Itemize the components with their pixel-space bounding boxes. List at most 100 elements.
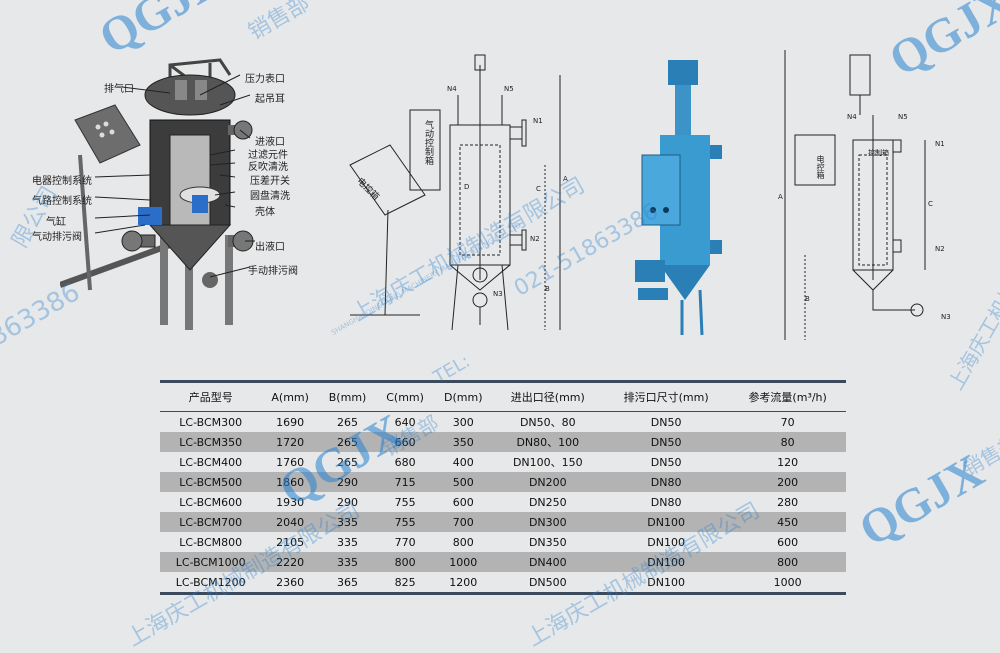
cell: DN50 — [650, 415, 682, 429]
cell: 335 — [318, 512, 377, 532]
cell: 800 — [376, 552, 434, 572]
cell: 800 — [452, 535, 474, 549]
dim-c-right: C — [928, 200, 933, 208]
cell: 2040 — [261, 512, 319, 532]
cell: LC-BCM300 — [179, 415, 243, 429]
cell: LC-BCM800 — [179, 535, 243, 549]
filter-cutaway-diagram — [60, 58, 255, 330]
cell: 400 — [452, 455, 474, 469]
cell: 335 — [337, 535, 359, 549]
cell: 755 — [394, 495, 416, 509]
header-a: A(mm) — [261, 380, 319, 412]
cell: DN50 — [650, 455, 682, 469]
cell: DN100 — [602, 512, 730, 532]
spec-table: 产品型号 A(mm) B(mm) C(mm) D(mm) 进出口径(mm) 排污… — [160, 380, 846, 595]
blue-3d-model — [635, 60, 722, 336]
dim-a-right: A — [778, 193, 783, 201]
port-n4: N4 — [447, 85, 457, 93]
cell: 600 — [452, 495, 474, 509]
cell: 450 — [729, 512, 846, 532]
label-shell: 壳体 — [255, 207, 275, 218]
header-c: C(mm) — [376, 380, 434, 412]
cell: DN350 — [528, 535, 567, 549]
cell: 700 — [433, 512, 493, 532]
cell: LC-BCM700 — [160, 512, 262, 532]
header-inlet-outlet: 进出口径(mm) — [492, 380, 603, 412]
header-model: 产品型号 — [160, 380, 262, 412]
port-n3-right: N3 — [941, 313, 951, 321]
cell: LC-BCM350 — [160, 432, 262, 452]
cell: DN100 — [602, 572, 730, 595]
cell: 715 — [376, 472, 434, 492]
label-disc-cleaning: 圆盘清洗 — [250, 191, 290, 202]
label-electrical-control: 电器控制系统 — [32, 176, 92, 187]
cell: 1760 — [276, 455, 305, 469]
label-pressure-switch: 压差开关 — [250, 176, 290, 187]
cell: 280 — [777, 495, 799, 509]
cell: 265 — [337, 455, 359, 469]
cell: 1000 — [433, 552, 493, 572]
port-n1: N1 — [533, 117, 543, 125]
cell: 2360 — [261, 572, 319, 595]
dim-d: D — [464, 183, 470, 191]
watermark-sales-top: 销售部 — [244, 0, 315, 46]
cell: 1720 — [261, 432, 319, 452]
electric-model-drawing — [784, 50, 926, 340]
cell: LC-BCM600 — [179, 495, 243, 509]
label-inlet: 进液口 — [255, 137, 285, 148]
header-d: D(mm) — [433, 380, 493, 412]
port-n5: N5 — [504, 85, 514, 93]
watermark-company-right: 上海庆工机械制造有限公司 — [943, 174, 1000, 394]
cell: 1000 — [729, 572, 846, 595]
port-n5-right: N5 — [898, 113, 908, 121]
header-drain: 排污口尺寸(mm) — [602, 380, 730, 412]
cell: 1930 — [276, 495, 305, 509]
cell: 350 — [433, 432, 493, 452]
cell: 500 — [433, 472, 493, 492]
cell: DN100、150 — [512, 456, 583, 469]
dim-b-right: B — [805, 295, 810, 303]
cell: DN80、100 — [492, 432, 603, 452]
label-outlet: 出液口 — [255, 242, 285, 253]
cell: 600 — [777, 535, 799, 549]
label-exhaust-port: 排气口 — [104, 84, 134, 95]
cell: 1690 — [276, 415, 305, 429]
pneumatic-model-drawing — [349, 54, 561, 331]
label-manual-drain: 手动排污阀 — [248, 266, 298, 277]
cell: DN250 — [528, 495, 567, 509]
cell: 1200 — [433, 572, 493, 595]
dim-c: C — [536, 185, 541, 193]
label-pneumatic-drain: 气动排污阀 — [32, 232, 82, 243]
cell: DN200 — [492, 472, 603, 492]
cell: 200 — [729, 472, 846, 492]
cell: LC-BCM400 — [179, 455, 243, 469]
header-flow: 参考流量(m³/h) — [729, 380, 846, 412]
cell: 365 — [318, 572, 377, 595]
cell: 680 — [394, 455, 416, 469]
label-lifting-lug: 起吊耳 — [255, 94, 285, 105]
cell: DN300 — [492, 512, 603, 532]
cell: 825 — [376, 572, 434, 595]
cell: 2105 — [276, 535, 305, 549]
cell: DN100 — [647, 535, 685, 549]
cell: 300 — [452, 415, 474, 429]
label-pressure-gauge-port: 压力表口 — [245, 74, 285, 85]
cell: 770 — [394, 535, 416, 549]
cell: 335 — [318, 552, 377, 572]
label-pneumatic-control: 气路控制系统 — [32, 196, 92, 207]
label-cylinder: 气缸 — [46, 217, 66, 228]
box-pneumatic-label: 气动控制箱 — [423, 120, 433, 165]
cell: 265 — [337, 415, 359, 429]
cell: 755 — [376, 512, 434, 532]
cell: 1860 — [261, 472, 319, 492]
label-backwash: 反吹清洗 — [248, 162, 288, 173]
cell: DN400 — [492, 552, 603, 572]
port-n3: N3 — [493, 290, 503, 298]
cell: DN80 — [650, 495, 682, 509]
cell: 640 — [394, 415, 416, 429]
port-n1-right: N1 — [935, 140, 945, 148]
cell: 290 — [337, 495, 359, 509]
port-n2: N2 — [530, 235, 540, 243]
